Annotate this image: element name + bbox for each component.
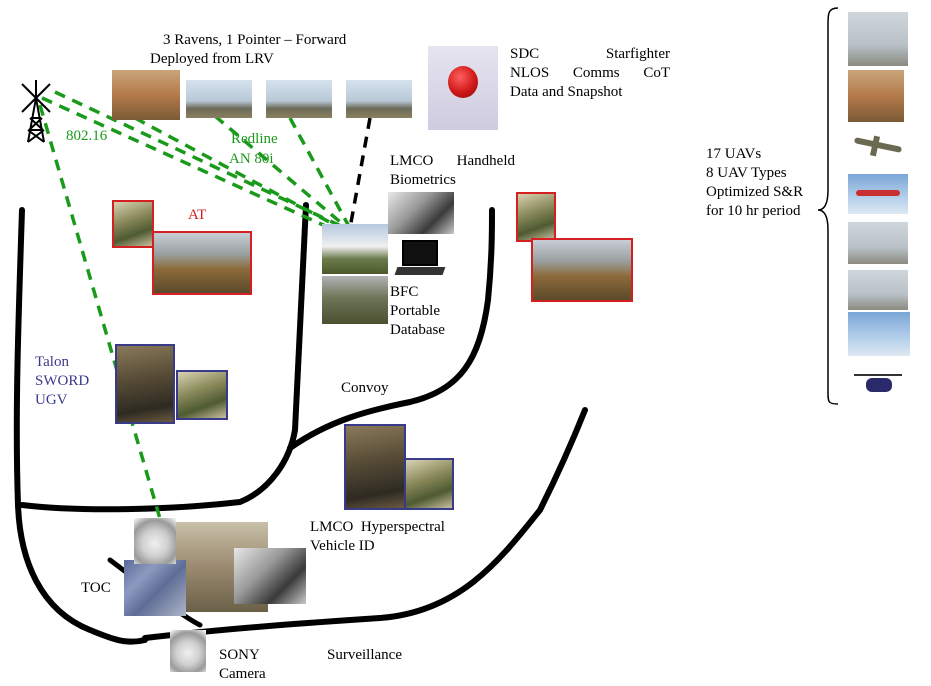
- bfc-label-line3: Database: [390, 322, 445, 338]
- pointer-flight-photo: [346, 80, 412, 118]
- bfc-label-line2: Portable: [390, 303, 440, 319]
- wimax-label: 802.16: [66, 128, 108, 144]
- at-label: AT: [188, 207, 207, 223]
- sdc-label-line3: Data and Snapshot: [510, 84, 623, 100]
- at-soldier-photo: [112, 200, 154, 248]
- bfc-label-line1: BFC: [390, 284, 419, 300]
- talon-label-line3: UGV: [35, 392, 68, 408]
- sony-label-line2: Camera: [219, 666, 266, 682]
- uav-label-line4: for 10 hr period: [706, 203, 801, 219]
- link-tower-to-toc: [38, 104, 187, 606]
- raven-flight-photo-1: [186, 80, 252, 118]
- uav-type-1-photo: [848, 12, 908, 66]
- uav-type-4-photo: [848, 174, 908, 214]
- uav-label-line3: Optimized S&R: [706, 184, 804, 200]
- raven-flight-photo-2: [266, 80, 332, 118]
- hyperspectral-robot-photo: [344, 424, 406, 510]
- uav-brace: [817, 7, 839, 405]
- uav-type-5-photo: [848, 222, 908, 264]
- laptop-icon: [394, 240, 446, 278]
- uav-type-8-photo: [848, 366, 908, 406]
- talon-soldier-photo: [176, 370, 228, 420]
- biometrics-handheld-photo: [388, 192, 454, 234]
- toc-label: TOC: [81, 580, 111, 596]
- talon-label-line1: Talon: [35, 354, 69, 370]
- balloon-icon: [448, 66, 478, 98]
- link-raven1-to-lrv: [134, 116, 349, 234]
- ravens-label-line1: 3 Ravens, 1 Pointer – Forward: [163, 32, 347, 48]
- lmco-hyper-label-line2: Vehicle ID: [310, 538, 375, 554]
- link-tower-to-lrv-b: [54, 90, 346, 230]
- toc-ptz-camera-photo: [134, 518, 176, 564]
- lmco-hyper-label-line1: LMCO Hyperspectral: [310, 519, 445, 535]
- lmco-bio-label-line1: LMCO Handheld: [390, 153, 515, 169]
- sdc-label-line1: SDC Starfighter: [510, 46, 670, 62]
- uav-type-2-photo: [848, 70, 904, 122]
- road-middle: [19, 202, 309, 513]
- hyperspectral-soldier-photo: [404, 458, 454, 510]
- redline-label-line1: Redline: [231, 131, 278, 147]
- hmmwv-photo: [322, 276, 388, 324]
- right-soldier-photo: [516, 192, 556, 242]
- link-sdc-to-lrv: [348, 117, 372, 229]
- toc-operator-photo: [234, 548, 306, 604]
- ravens-label-line2: Deployed from LRV: [150, 51, 274, 67]
- uav-type-6-photo: [848, 270, 908, 310]
- uav-type-7-photo: [848, 312, 910, 356]
- road-bottom: [142, 407, 588, 641]
- toc-aerial-map-photo: [124, 560, 186, 616]
- radio-tower-icon: [21, 80, 51, 143]
- lrv-truck-photo: [322, 224, 388, 274]
- starfighter-balloon-photo: [428, 46, 498, 130]
- link-raven2-to-lrv: [213, 114, 354, 234]
- uav-type-3-photo: [848, 126, 908, 166]
- link-raven3-to-lrv: [288, 117, 354, 233]
- raven-launch-photo: [112, 70, 180, 120]
- right-atv-photo: [531, 238, 633, 302]
- helicopter-icon: [854, 374, 902, 376]
- road-left: [13, 207, 148, 645]
- talon-label-line2: SWORD: [35, 373, 90, 389]
- sony-camera-photo: [170, 630, 206, 672]
- talon-robot-photo: [115, 344, 175, 424]
- road-convoy: [287, 207, 495, 451]
- sony-label-line1: SONY Surveillance: [219, 647, 402, 663]
- at-atv-photo: [152, 231, 252, 295]
- redline-label-line2: AN 80i: [229, 151, 274, 167]
- uav-label-line2: 8 UAV Types: [706, 165, 787, 181]
- sdc-label-line2: NLOS Comms CoT: [510, 65, 670, 81]
- convoy-label: Convoy: [341, 380, 389, 396]
- plane-icon: [856, 190, 900, 196]
- uav-label-line1: 17 UAVs: [706, 146, 762, 162]
- lmco-bio-label-line2: Biometrics: [390, 172, 456, 188]
